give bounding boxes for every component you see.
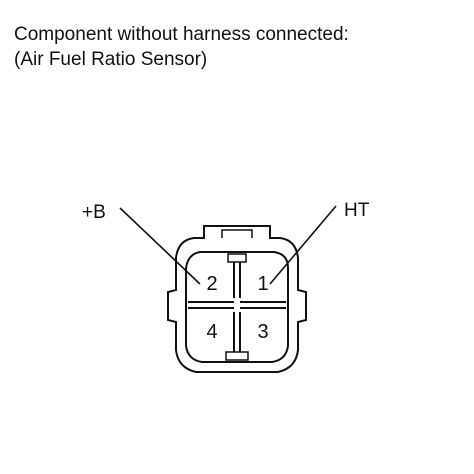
connector-bottom-key [225,351,249,361]
leader-line-plus-b [119,207,201,285]
terminal-label-2: 2 [206,273,217,295]
leader-line-ht [269,205,337,285]
terminal-label-1: 1 [257,273,268,295]
terminal-label-4: 4 [206,321,217,343]
caption-line-1: Component without harness connected: [14,24,349,45]
connector-inner-cavity [185,251,289,363]
terminal-label-3: 3 [257,321,268,343]
callout-label-ht: HT [344,200,370,221]
connector-latch [221,229,253,238]
terminal-dividers [188,262,286,352]
caption-line-2: (Air Fuel Ratio Sensor) [14,49,208,70]
diagram-caption: Component without harness connected: (Ai… [14,22,349,72]
connector-top-key [227,253,247,263]
callout-label-plus-b: +B [82,202,106,223]
